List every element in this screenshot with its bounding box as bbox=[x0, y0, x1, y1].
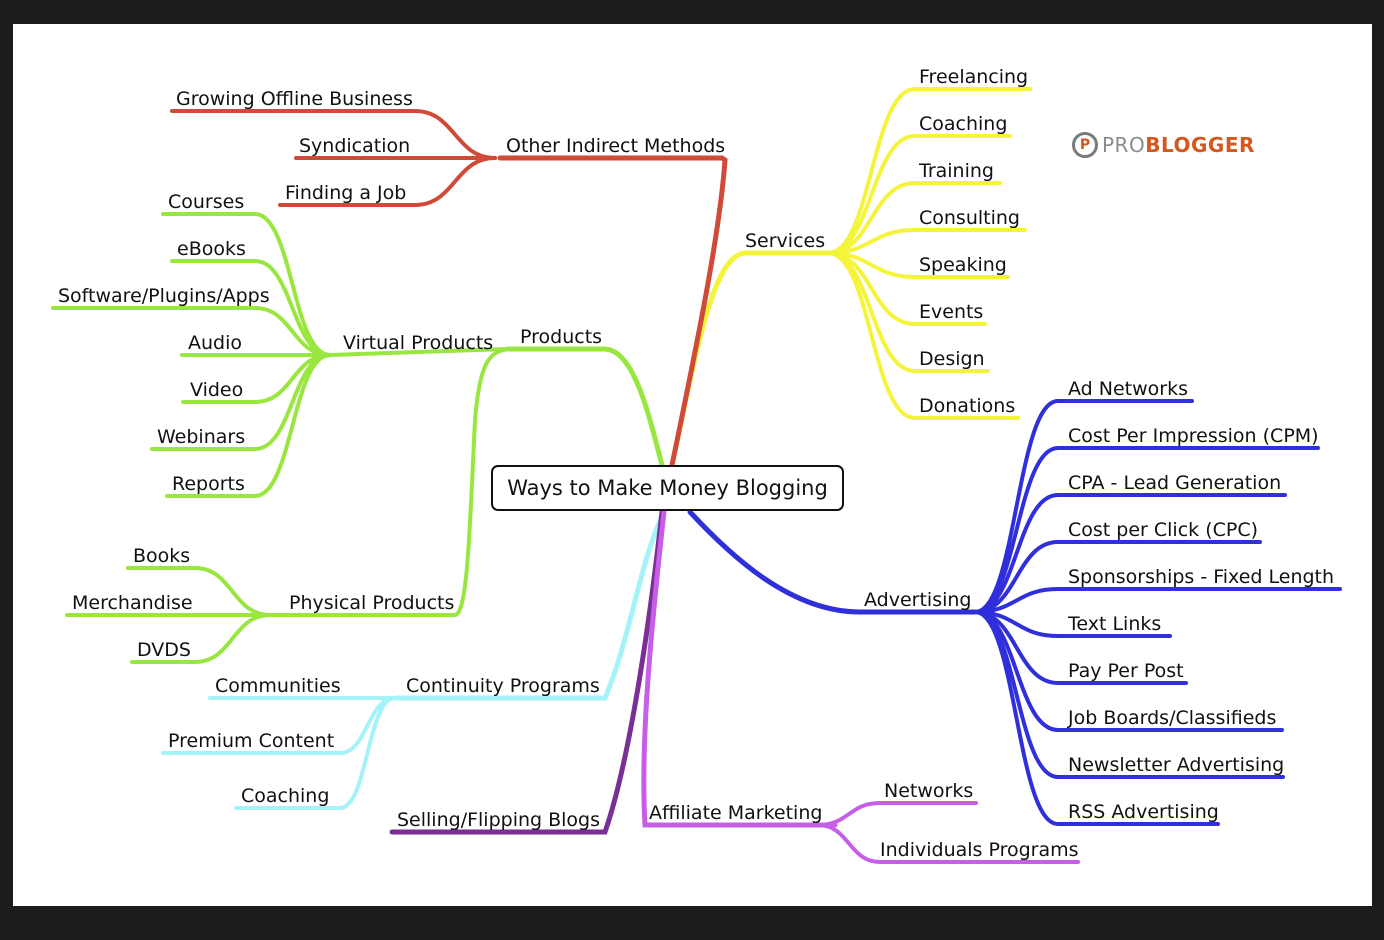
branch-services[interactable]: Services bbox=[745, 230, 826, 252]
node-speaking[interactable]: Speaking bbox=[919, 254, 1007, 276]
node-sponsorships[interactable]: Sponsorships - Fixed Length bbox=[1068, 566, 1335, 588]
trunk-continuity bbox=[392, 509, 667, 701]
trunk-advertising bbox=[687, 509, 978, 615]
node-text-links[interactable]: Text Links bbox=[1068, 613, 1162, 635]
node-reports[interactable]: Reports bbox=[172, 473, 245, 495]
node-coaching-services[interactable]: Coaching bbox=[919, 113, 1008, 135]
node-courses[interactable]: Courses bbox=[168, 191, 245, 213]
node-webinars[interactable]: Webinars bbox=[157, 426, 246, 448]
node-freelancing[interactable]: Freelancing bbox=[919, 66, 1029, 88]
link-virtual-1 bbox=[170, 259, 332, 357]
node-ebooks[interactable]: eBooks bbox=[177, 238, 246, 260]
link-other-0 bbox=[170, 109, 497, 160]
node-networks[interactable]: Networks bbox=[884, 780, 974, 802]
node-cpa-lead-generation[interactable]: CPA - Lead Generation bbox=[1068, 472, 1282, 494]
node-cost-per-impression[interactable]: Cost Per Impression (CPM) bbox=[1068, 425, 1319, 447]
branch-other-indirect-methods[interactable]: Other Indirect Methods bbox=[506, 135, 726, 157]
node-job-boards[interactable]: Job Boards/Classifieds bbox=[1068, 707, 1277, 729]
link-services-1 bbox=[826, 134, 1012, 255]
node-video[interactable]: Video bbox=[190, 379, 244, 401]
branch-selling-flipping-blogs[interactable]: Selling/Flipping Blogs bbox=[397, 809, 601, 831]
trunk-other-indirect bbox=[497, 155, 728, 468]
node-physical-products[interactable]: Physical Products bbox=[289, 592, 455, 614]
trunk-affiliate bbox=[641, 509, 838, 828]
trunk-services bbox=[669, 250, 843, 468]
link-continuity-2 bbox=[234, 696, 397, 810]
node-consulting[interactable]: Consulting bbox=[919, 207, 1020, 229]
link-affiliate-0 bbox=[816, 801, 978, 827]
link-advertising-3 bbox=[973, 540, 1262, 614]
node-events[interactable]: Events bbox=[919, 301, 984, 323]
branch-advertising[interactable]: Advertising bbox=[864, 589, 972, 611]
logo-text-pro: PRO bbox=[1102, 133, 1146, 157]
link-physical bbox=[268, 347, 510, 617]
link-services-7 bbox=[826, 251, 1020, 420]
problogger-logo: P PRO BLOGGER bbox=[1072, 130, 1255, 160]
link-virtual bbox=[328, 347, 510, 357]
node-donations[interactable]: Donations bbox=[919, 395, 1016, 417]
node-dvds[interactable]: DVDS bbox=[137, 639, 191, 661]
node-audio[interactable]: Audio bbox=[188, 332, 243, 354]
link-physical-2 bbox=[130, 613, 272, 664]
node-growing-offline-business[interactable]: Growing Offline Business bbox=[176, 88, 413, 110]
link-services-3 bbox=[826, 228, 1027, 255]
link-virtual-2 bbox=[51, 306, 332, 357]
link-virtual-6 bbox=[165, 353, 332, 498]
node-cost-per-click[interactable]: Cost per Click (CPC) bbox=[1068, 519, 1259, 541]
node-pay-per-post[interactable]: Pay Per Post bbox=[1068, 660, 1184, 682]
node-design[interactable]: Design bbox=[919, 348, 985, 370]
node-rss-advertising[interactable]: RSS Advertising bbox=[1068, 801, 1219, 823]
trunk-selling bbox=[389, 509, 665, 835]
node-books[interactable]: Books bbox=[133, 545, 191, 567]
node-premium-content[interactable]: Premium Content bbox=[168, 730, 335, 752]
link-advertising-4 bbox=[973, 587, 1342, 614]
trunk-products bbox=[505, 346, 665, 468]
node-virtual-products[interactable]: Virtual Products bbox=[343, 332, 494, 354]
node-syndication[interactable]: Syndication bbox=[299, 135, 411, 157]
branch-affiliate-marketing[interactable]: Affiliate Marketing bbox=[649, 802, 823, 824]
branch-products[interactable]: Products bbox=[520, 326, 603, 348]
problogger-logo-mark: P bbox=[1072, 132, 1098, 158]
link-advertising-9 bbox=[973, 610, 1220, 826]
link-affiliate-1 bbox=[816, 823, 1080, 864]
node-coaching-continuity[interactable]: Coaching bbox=[241, 785, 330, 807]
node-communities[interactable]: Communities bbox=[215, 675, 341, 697]
branch-continuity-programs[interactable]: Continuity Programs bbox=[406, 675, 600, 697]
central-topic[interactable]: Ways to Make Money Blogging bbox=[491, 465, 844, 511]
node-finding-a-job[interactable]: Finding a Job bbox=[285, 182, 407, 204]
logo-text-blogger: BLOGGER bbox=[1145, 133, 1255, 157]
link-services-2 bbox=[826, 181, 1002, 255]
node-software-plugins-apps[interactable]: Software/Plugins/Apps bbox=[58, 285, 270, 307]
node-merchandise[interactable]: Merchandise bbox=[72, 592, 193, 614]
node-newsletter-advertising[interactable]: Newsletter Advertising bbox=[1068, 754, 1285, 776]
link-physical-0 bbox=[126, 566, 272, 617]
node-ad-networks[interactable]: Ad Networks bbox=[1068, 378, 1188, 400]
node-training[interactable]: Training bbox=[919, 160, 994, 182]
link-other-2 bbox=[278, 156, 497, 207]
node-individuals-programs[interactable]: Individuals Programs bbox=[880, 839, 1079, 861]
